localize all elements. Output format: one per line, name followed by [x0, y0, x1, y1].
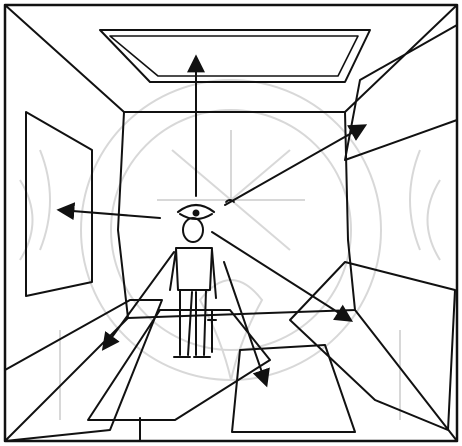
room-walls: [5, 5, 457, 441]
arrow-upper-right: [225, 126, 364, 205]
ceiling-panel: [100, 30, 370, 82]
arrow-floor-center: [224, 262, 266, 384]
arrow-left: [60, 210, 160, 218]
arrow-right-down: [212, 232, 350, 320]
floor-slab-right: [232, 345, 355, 432]
eye-icon: [178, 200, 234, 219]
watermark-seal: [20, 80, 440, 420]
arrow-floor-left: [104, 252, 174, 348]
left-wall-panel: [26, 112, 92, 296]
